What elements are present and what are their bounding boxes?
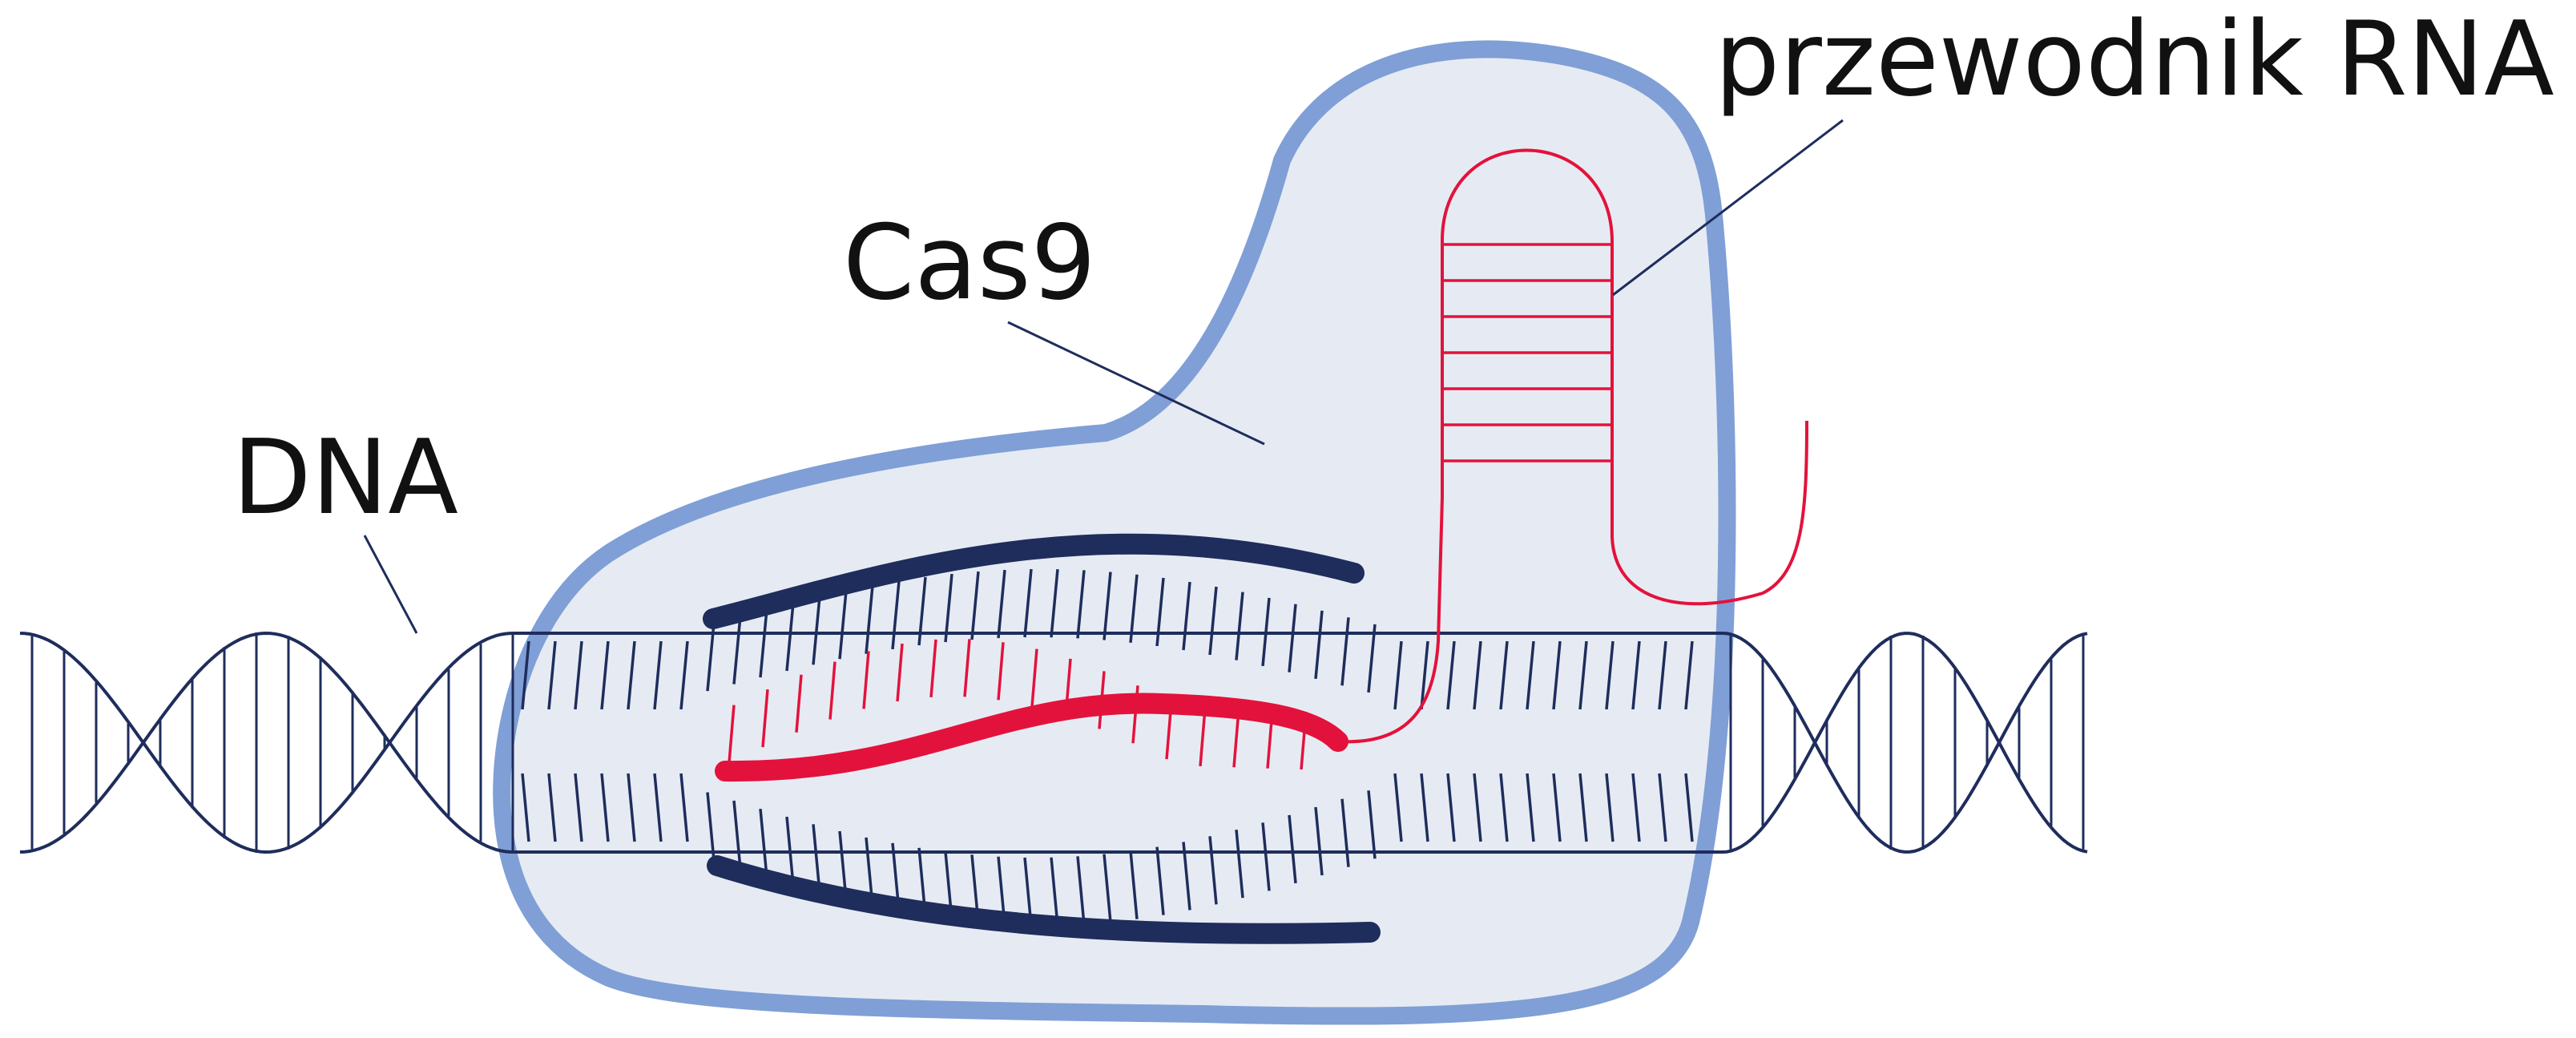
guide-rna-label: przewodnik RNA <box>1715 0 2554 119</box>
cas9-label: Cas9 <box>843 204 1096 323</box>
dna-leader-line <box>365 535 417 633</box>
cas9-protein-shape <box>502 49 1727 1016</box>
dna-label: DNA <box>232 418 458 538</box>
